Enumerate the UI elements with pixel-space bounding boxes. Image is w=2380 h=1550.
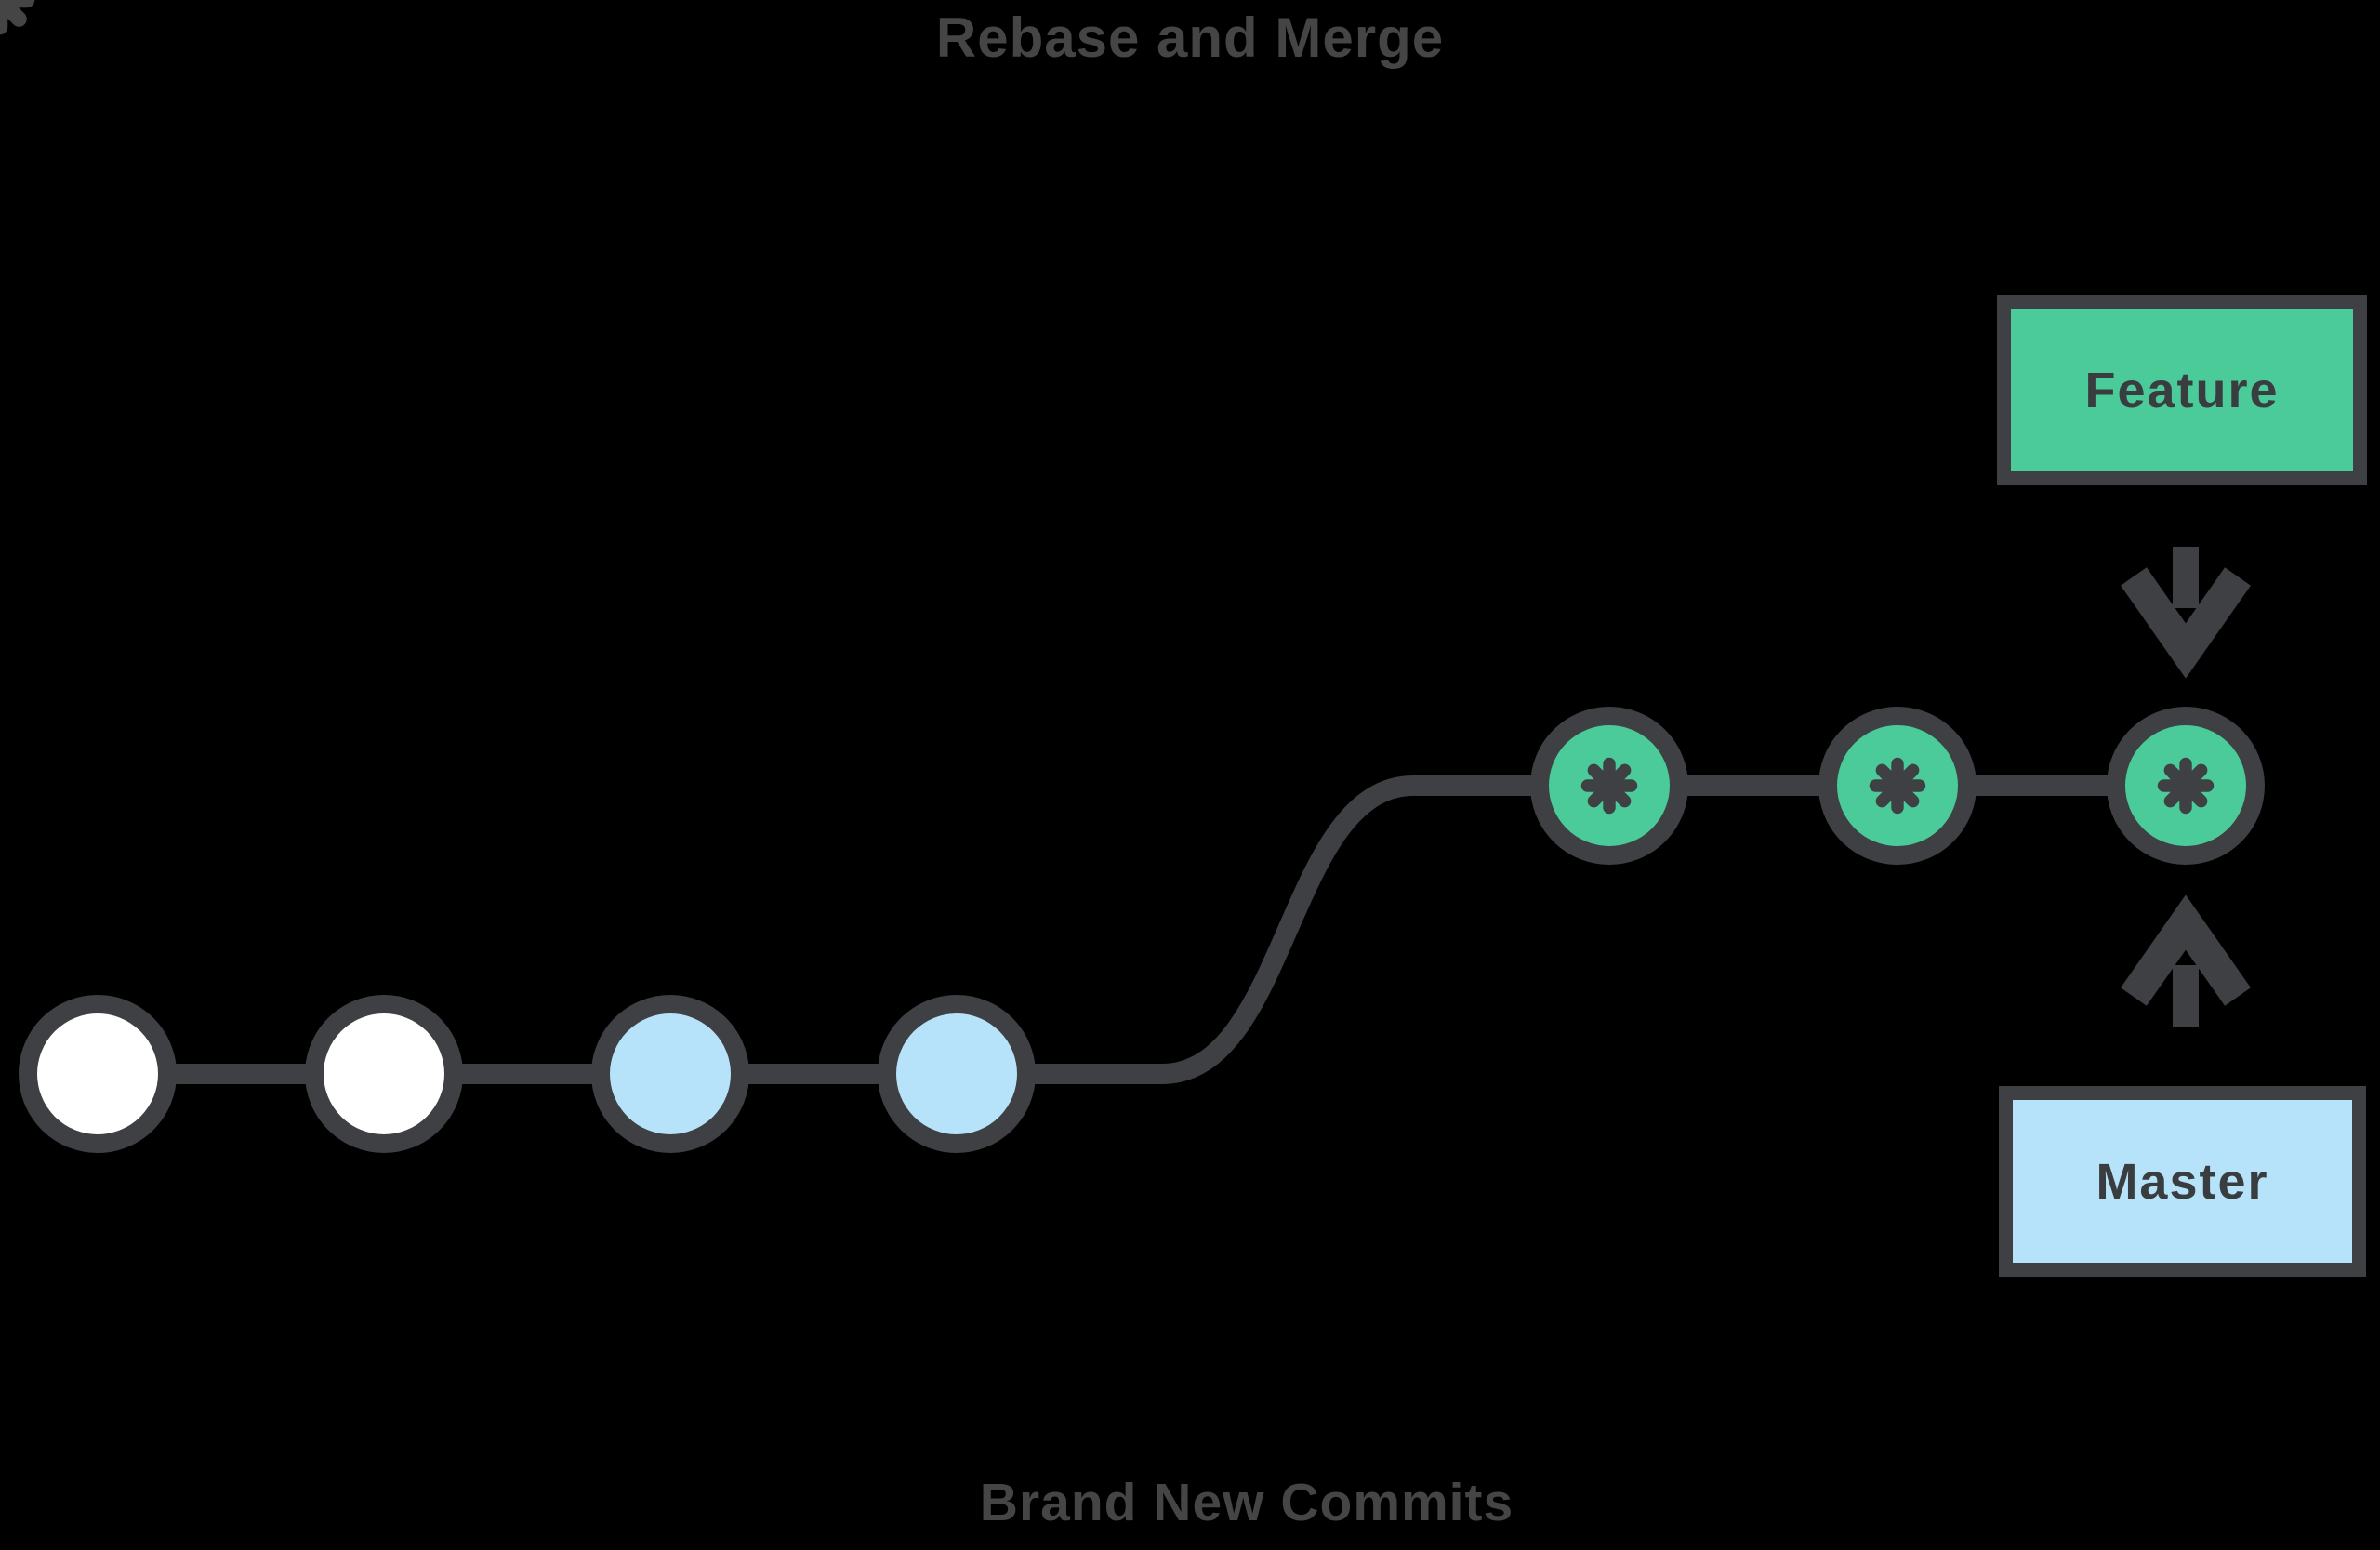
feature-branch-box: Feature (1997, 295, 2367, 485)
new-commit-asterisk-icon (1869, 757, 1926, 815)
master-branch-box: Master (1999, 1086, 2366, 1277)
new-commit-asterisk-icon (866, 1464, 941, 1542)
commit-node (305, 995, 463, 1153)
diagram-title: Rebase and Merge (935, 7, 1445, 69)
commit-node (591, 995, 749, 1153)
commit-node (878, 995, 1036, 1153)
legend-label: Brand New Commits (979, 1473, 1514, 1532)
feature-to-head-arrow-icon (2121, 547, 2251, 679)
new-commit-asterisk-icon (2157, 757, 2215, 815)
master-branch-label: Master (2096, 1153, 2269, 1210)
commit-node (19, 995, 177, 1153)
master-to-head-arrow-icon (2121, 894, 2251, 1027)
new-commit-asterisk-glyph (0, 0, 35, 35)
feature-branch-label: Feature (2084, 362, 2280, 418)
legend: Brand New Commits (0, 1464, 2380, 1542)
branch-line (98, 775, 2186, 1084)
new-commit-asterisk-icon (0, 0, 1638, 815)
